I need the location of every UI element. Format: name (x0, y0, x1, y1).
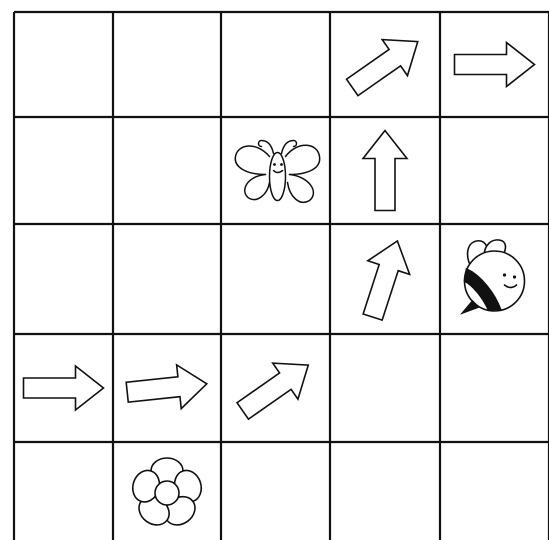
grid-cell-r1-c1 (113, 117, 221, 224)
grid-cell-r3-c4 (440, 334, 549, 442)
grid-cell-r0-c2 (221, 12, 330, 117)
grid-cell-r3-c3 (330, 334, 440, 442)
grid-cell-r2-c1 (113, 224, 221, 334)
grid-cell-r1-c4 (440, 117, 549, 224)
grid-cell-r2-c2 (221, 224, 330, 334)
grid-cell-r0-c0 (14, 12, 113, 117)
grid-cell-r2-c0 (14, 224, 113, 334)
grid-cell-r4-c2 (221, 442, 330, 540)
grid-cell-r4-c4 (440, 442, 549, 540)
grid-cell-r4-c0 (14, 442, 113, 540)
grid-cell-r0-c1 (113, 12, 221, 117)
grid-cell-r1-c0 (14, 117, 113, 224)
grid-cell-r4-c3 (330, 442, 440, 540)
